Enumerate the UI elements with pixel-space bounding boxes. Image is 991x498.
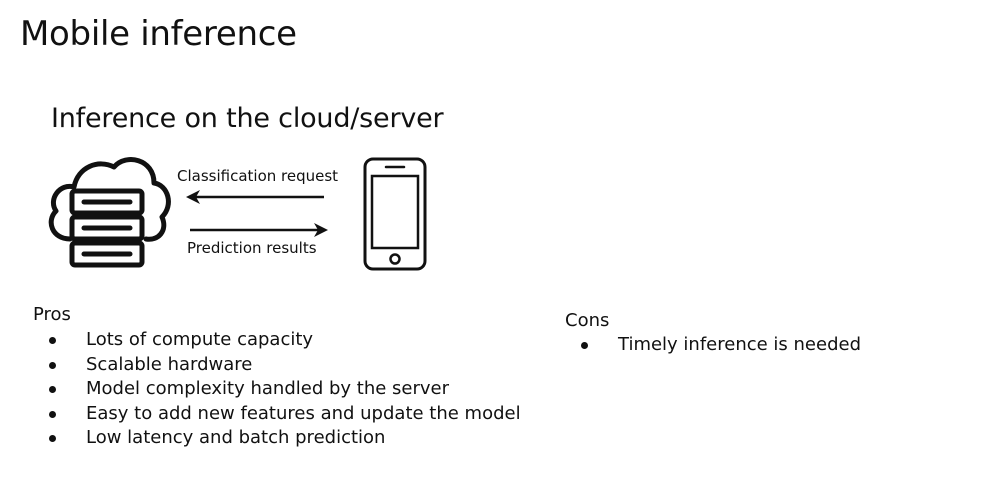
cons-heading: Cons: [565, 310, 610, 331]
list-item: Timely inference is needed: [580, 333, 861, 358]
arrow-left-icon: [186, 190, 324, 204]
cloud-server-icon: [48, 157, 171, 268]
list-item: Easy to add new features and update the …: [48, 402, 521, 427]
classification-request-label: Classification request: [177, 167, 339, 185]
list-item: Lots of compute capacity: [48, 328, 521, 353]
cons-list: Timely inference is needed: [580, 333, 861, 358]
bullet-icon: [49, 361, 56, 369]
list-item-text: Low latency and batch prediction: [86, 427, 386, 448]
list-item-text: Timely inference is needed: [618, 334, 862, 355]
arrow-right-icon: [190, 223, 328, 237]
bullet-icon: [581, 342, 588, 349]
smartphone-icon: [363, 157, 427, 271]
list-item: Low latency and batch prediction: [48, 426, 521, 451]
section-heading: Inference on the cloud/server: [51, 103, 444, 134]
page-title: Mobile inference: [20, 14, 297, 54]
list-item-text: Model complexity handled by the server: [86, 378, 450, 399]
pros-heading: Pros: [33, 304, 71, 325]
list-item: Model complexity handled by the server: [48, 377, 521, 402]
prediction-results-label: Prediction results: [187, 239, 317, 257]
bullet-icon: [49, 337, 56, 344]
pros-list: Lots of compute capacity Scalable hardwa…: [48, 328, 521, 451]
bullet-icon: [49, 410, 56, 418]
bullet-icon: [49, 386, 56, 393]
list-item: Scalable hardware: [48, 353, 521, 378]
bullet-icon: [49, 435, 56, 442]
list-item-text: Scalable hardware: [86, 353, 253, 375]
list-item-text: Easy to add new features and update the …: [86, 402, 521, 424]
list-item-text: Lots of compute capacity: [86, 329, 314, 350]
